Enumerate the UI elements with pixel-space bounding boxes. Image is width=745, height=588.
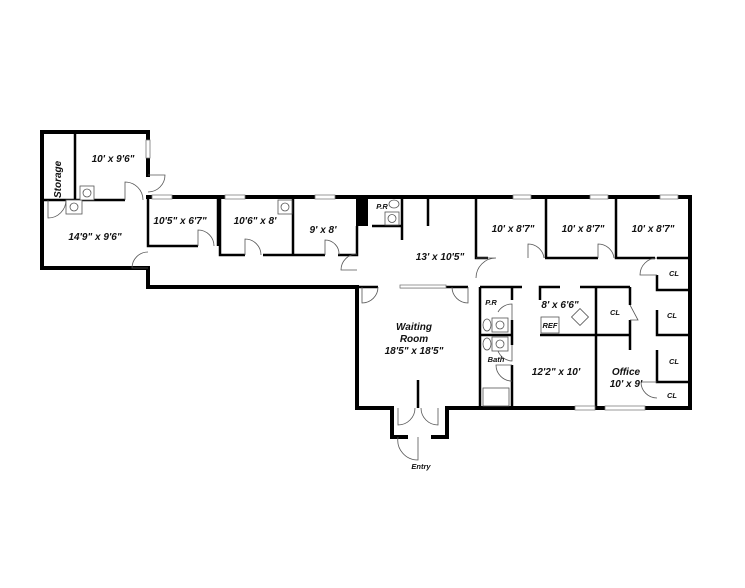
label-cl-4: CL xyxy=(669,357,679,366)
doors xyxy=(47,174,658,461)
sink-basin xyxy=(82,188,92,198)
label-kitchen: 8' x 6'6" xyxy=(541,300,579,311)
label-entry: Entry xyxy=(411,462,431,471)
label-cl-1: CL xyxy=(610,308,620,317)
column-block xyxy=(356,198,368,226)
label-office-3: 10' x 8'7" xyxy=(632,224,675,235)
sink-basin xyxy=(387,214,397,223)
label-storage: Storage xyxy=(53,160,64,198)
label-waiting-2: Room xyxy=(400,334,428,345)
label-room-d: 10'6" x 8' xyxy=(234,216,277,227)
kitchen-sink-icon xyxy=(570,307,590,327)
sink-basin xyxy=(280,202,290,212)
toilet-icon xyxy=(482,337,492,351)
label-room-e: 9' x 8' xyxy=(310,225,338,236)
label-room-a: 10' x 9'6" xyxy=(92,154,135,165)
fixtures xyxy=(65,185,590,407)
label-waiting-3: 18'5" x 18'5" xyxy=(385,346,444,357)
label-cl-3: CL xyxy=(667,311,677,320)
label-room-b: 14'9" x 9'6" xyxy=(68,232,121,243)
label-room-f: 12'2" x 10' xyxy=(532,367,581,378)
label-bath: Bath xyxy=(488,355,505,364)
label-cl-2: CL xyxy=(669,269,679,278)
refrigerator-icon xyxy=(540,316,560,334)
label-office-name: Office xyxy=(612,367,641,378)
label-ref: REF xyxy=(543,321,558,330)
label-office-2: 10' x 8'7" xyxy=(562,224,605,235)
label-pr-mid: P.R xyxy=(485,298,497,307)
label-room-c: 10'5" x 6'7" xyxy=(153,216,206,227)
label-cl-5: CL xyxy=(667,391,677,400)
room-labels: Storage 10' x 9'6" 14'9" x 9'6" 10'5" x 6'7… xyxy=(53,154,679,471)
label-office-size: 10' x 9' xyxy=(610,379,643,390)
toilet-icon xyxy=(482,318,492,332)
label-pr-top: P.R xyxy=(376,202,388,211)
exterior-walls xyxy=(40,130,692,439)
sink-basin xyxy=(495,339,505,349)
label-reception: 13' x 10'5" xyxy=(416,252,465,263)
windows xyxy=(145,139,679,411)
shower-icon xyxy=(482,387,510,407)
sink-basin xyxy=(495,320,505,330)
label-waiting-1: Waiting xyxy=(396,322,432,333)
label-office-1: 10' x 8'7" xyxy=(492,224,535,235)
toilet-icon xyxy=(388,199,400,209)
sink-basin xyxy=(69,202,79,212)
